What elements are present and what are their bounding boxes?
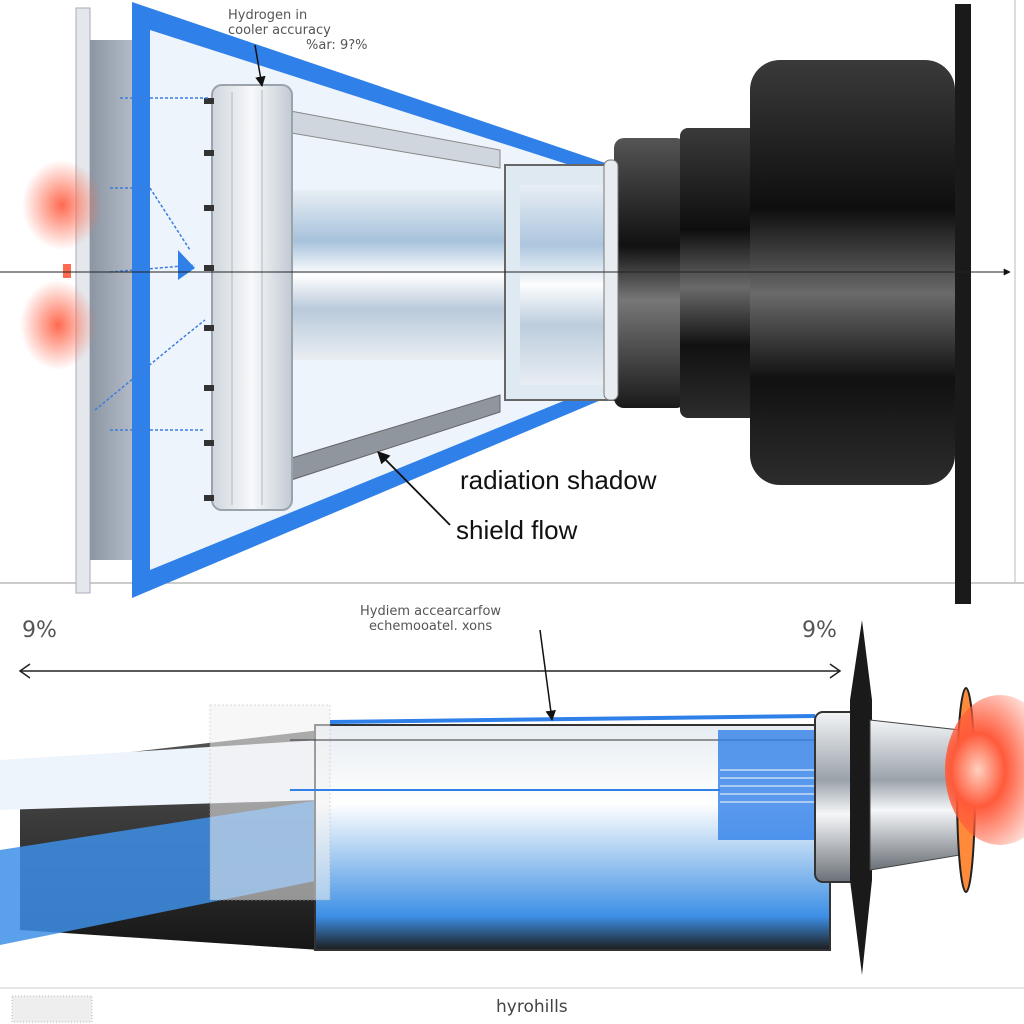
top-callout-line3: %ar: 9?% [306, 38, 368, 53]
bottom-callout: Hydiem accearcarfow echemooatel. xons [360, 604, 501, 634]
ring-bolts [204, 98, 214, 501]
injector-coil [718, 730, 828, 840]
rear-plate [955, 4, 971, 604]
bottom-callout-leader [539, 629, 556, 722]
red-marker [63, 264, 71, 278]
bottom-top-blue-band [329, 714, 816, 724]
shield-flow-label: shield flow [456, 515, 578, 545]
top-callout-line2: cooler accuracy [228, 23, 331, 38]
top-callout: Hydrogen in cooler accuracy %ar: 9?% [228, 8, 367, 53]
bottom-nozzle [869, 719, 961, 871]
exhaust-flame [945, 695, 1024, 845]
bottom-flange [850, 620, 872, 975]
red-glow-bottom [20, 280, 96, 370]
percent-left: 9% [22, 618, 57, 643]
span-arrow-right-head [829, 663, 842, 679]
ring-flange [211, 84, 293, 511]
top-callout-line1: Hydrogen in [228, 8, 308, 23]
bottom-callout-line2: echemooatel. xons [368, 619, 493, 634]
radiation-shadow-label: radiation shadow [460, 465, 657, 495]
footer-stipple [11, 995, 93, 1023]
front-ring [603, 159, 619, 401]
span-arrow-left-head [18, 663, 31, 679]
bottom-stipple-box [209, 704, 331, 901]
dark-body-small [614, 138, 686, 408]
red-glow-top [22, 160, 102, 250]
bottom-callout-line1: Hydiem accearcarfow [360, 604, 502, 619]
dark-body-mid [680, 128, 760, 418]
callout-leader-top [254, 44, 266, 88]
cylinder-window-glow [520, 185, 605, 385]
footer-label: hyrohills [496, 997, 568, 1017]
percent-right: 9% [802, 618, 837, 643]
shield-leader [377, 451, 451, 526]
